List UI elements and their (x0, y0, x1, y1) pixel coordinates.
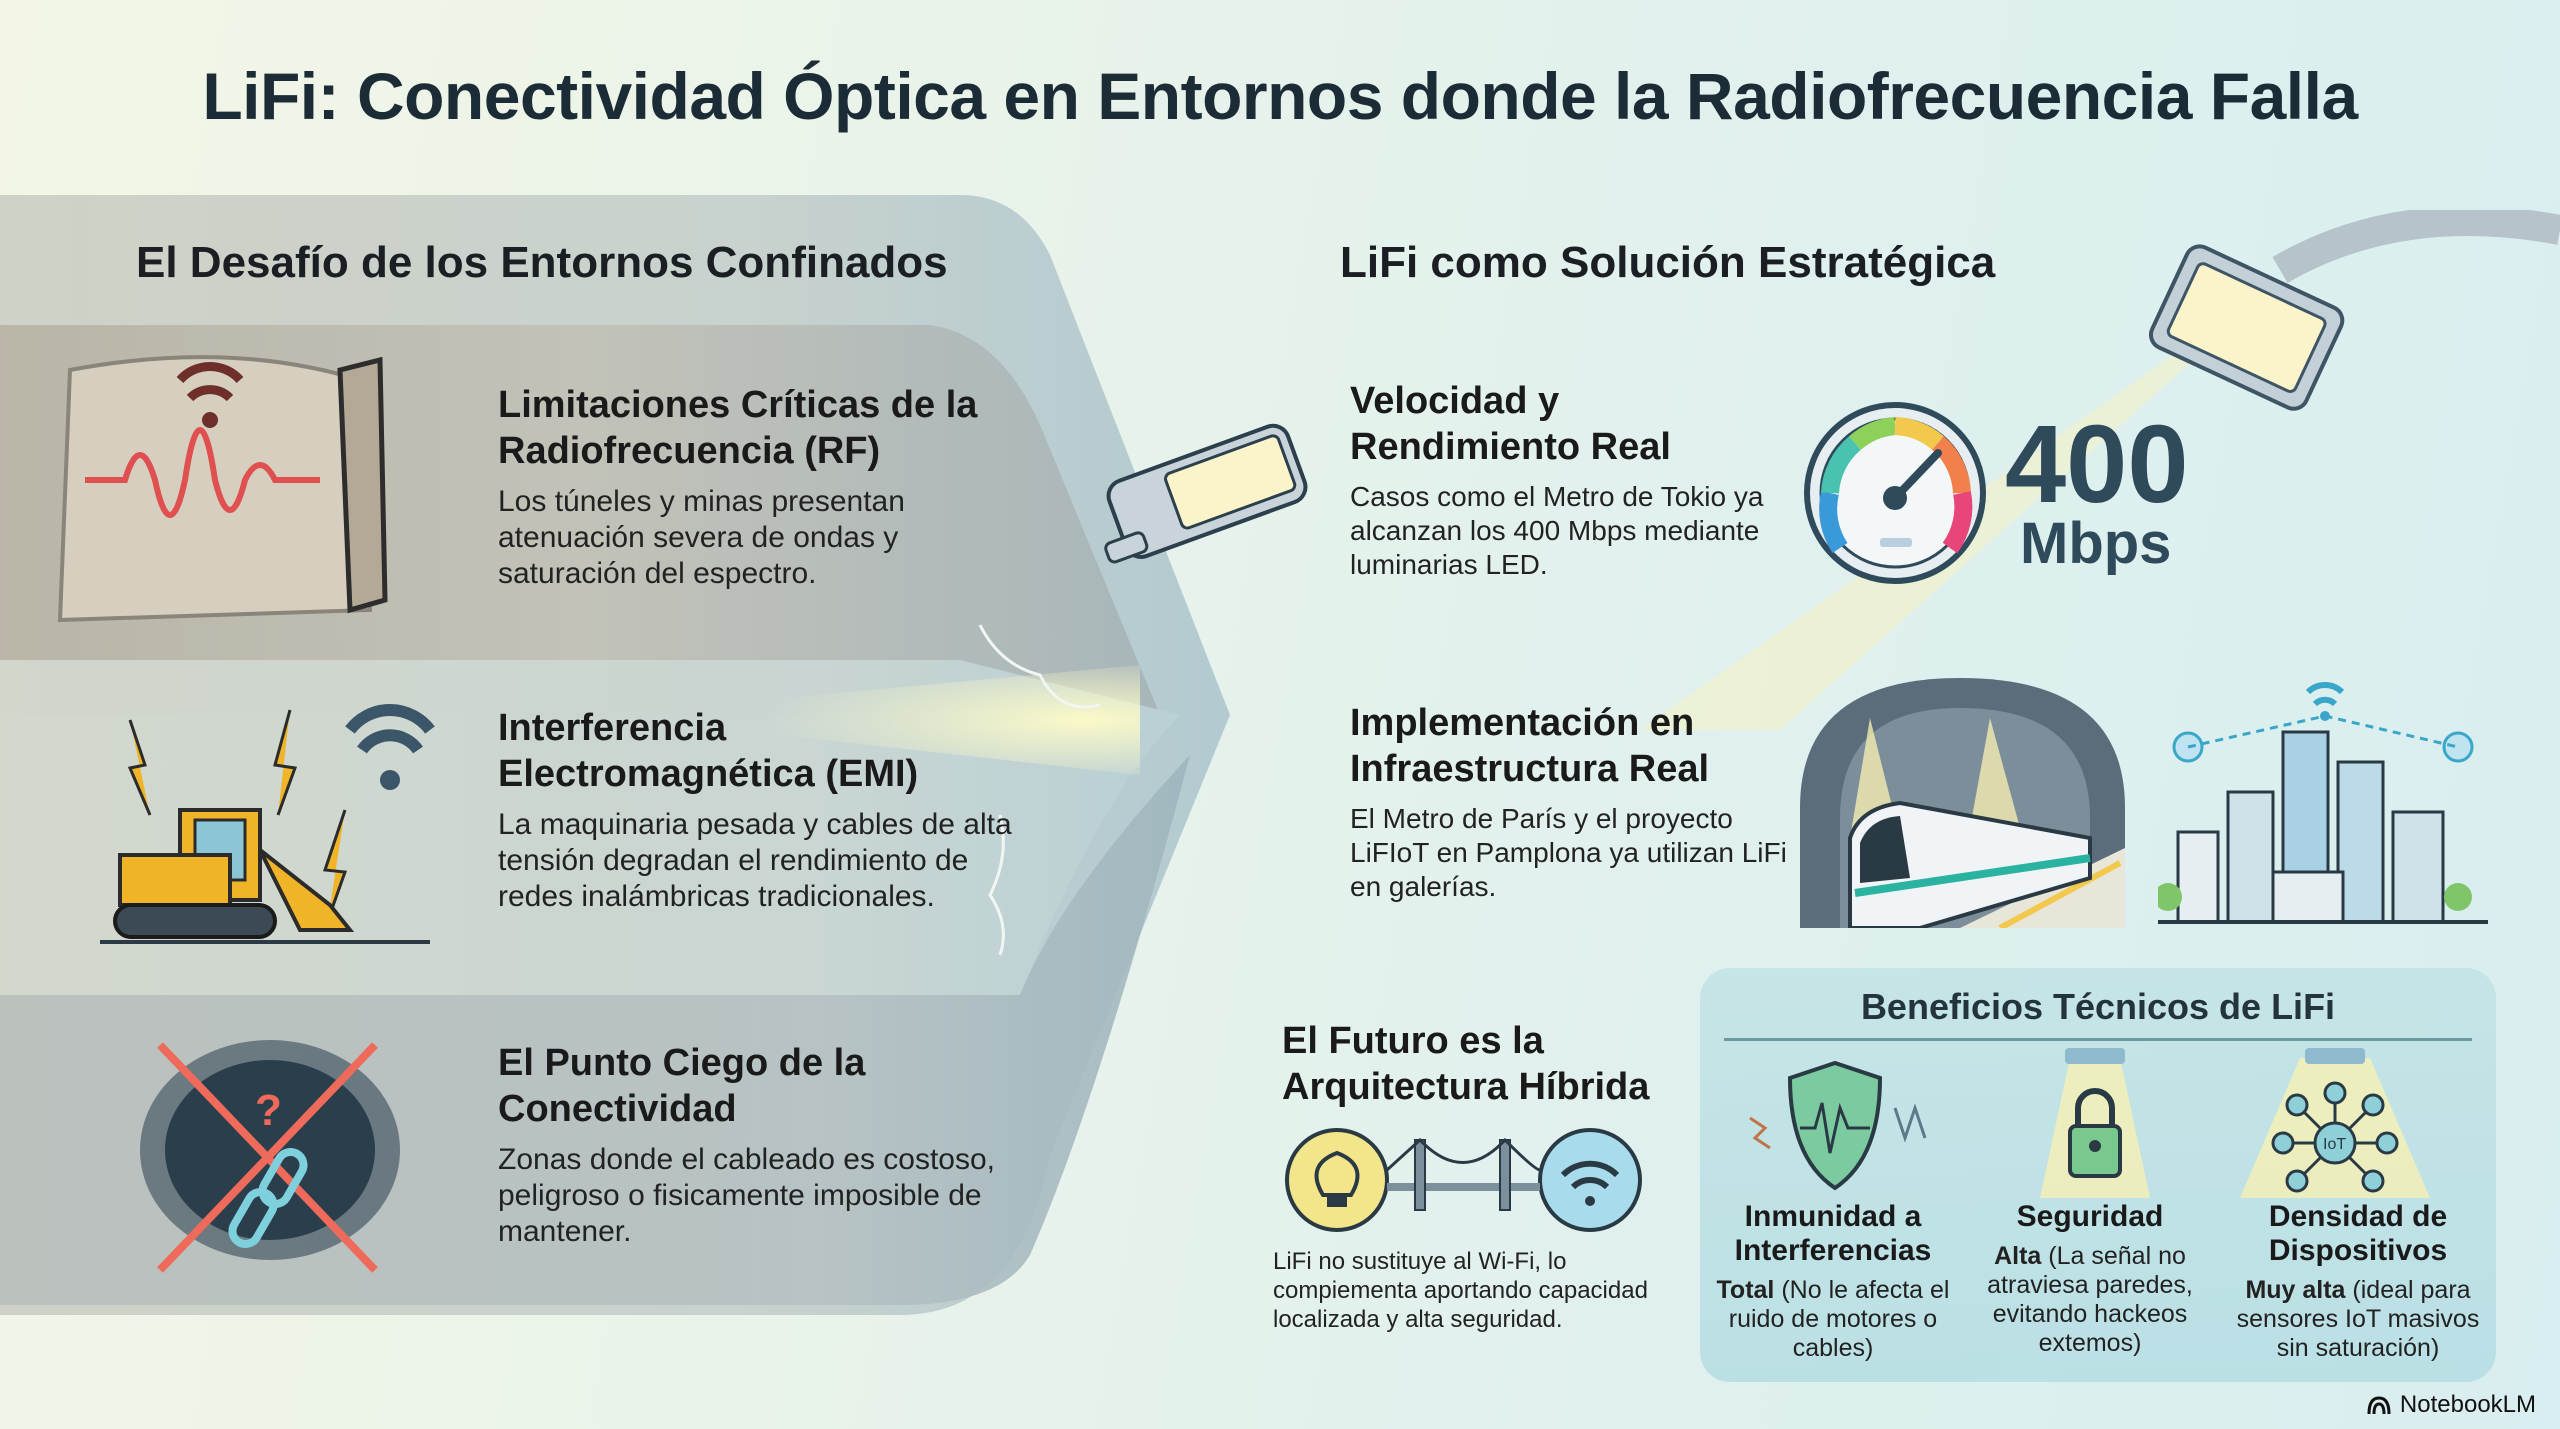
page-title: LiFi: Conectividad Óptica en Entornos do… (202, 59, 2358, 133)
shield-icon (1749, 1060, 1927, 1191)
benefit-immunity-title: Inmunidad a Interferencias (1734, 1200, 1932, 1267)
blind-spot-description: Zonas donde el cableado es costoso, peli… (498, 1143, 996, 1248)
emi-title: Interferencia Electromagnética (EMI) (498, 707, 919, 795)
speed-title: Velocidad y Rendimiento Real (1350, 380, 1671, 468)
emi-block: Interferencia Electromagnética (EMI) La … (498, 705, 1018, 915)
speed-unit: Mbps (2020, 511, 2172, 576)
rf-limitations-description: Los túneles y minas presentan atenuación… (498, 485, 905, 590)
benefit-density-level: Muy alta (2245, 1276, 2346, 1304)
svg-text:?: ? (255, 1086, 282, 1135)
benefit-density-detail: (ideal para sensores IoT masivos sin sat… (2236, 1276, 2480, 1362)
blind-spot-block: El Punto Ciego de la Conectividad Zonas … (498, 1040, 1018, 1250)
hybrid-title-text: El Futuro es la Arquitectura Híbrida (1282, 1020, 1650, 1108)
broken-link-icon: ? (120, 1030, 420, 1280)
benefit-security-title: Seguridad (2016, 1200, 2164, 1233)
right-section-heading: LiFi como Solución Estratégica (1340, 238, 1996, 287)
brand-name: NotebookLM (2399, 1391, 2536, 1418)
benefit-security-detail: (La señal no atraviesa paredes, evitando… (1987, 1242, 2193, 1357)
implementation-title: Implementación en Infraestructura Real (1350, 702, 1710, 790)
smart-city-icon (2154, 672, 2488, 927)
rf-limitations-block: Limitaciones Críticas de la Radiofrecuen… (498, 382, 1018, 592)
benefit-security-description: Alta (La señal no atraviesa paredes, evi… (1965, 1242, 2215, 1358)
emi-description: La maquinaria pesada y cables de alta te… (498, 808, 1012, 913)
lock-icon (2040, 1048, 2150, 1198)
blind-spot-title: El Punto Ciego de la Conectividad (498, 1042, 866, 1130)
benefit-security: Seguridad Alta (La señal no atraviesa pa… (1965, 1200, 2215, 1358)
speedometer-icon (1800, 398, 1990, 588)
benefits-panel: Beneficios Técnicos de LiFi IoT (1700, 968, 2496, 1382)
benefit-immunity: Inmunidad a Interferencias Total (No le … (1708, 1200, 1958, 1363)
benefit-density-description: Muy alta (ideal para sensores IoT masivo… (2228, 1276, 2488, 1363)
metro-tunnel-icon (1800, 678, 2125, 931)
implementation-block: Implementación en Infraestructura Real E… (1350, 700, 1790, 904)
hybrid-bridge-icon (1285, 1125, 1645, 1235)
bulldozer-lightning-icon (100, 690, 460, 950)
speed-value: 400 (2005, 403, 2189, 526)
rf-limitations-title: Limitaciones Críticas de la Radiofrecuen… (498, 384, 978, 472)
benefit-immunity-description: Total (No le afecta el ruido de motores … (1708, 1276, 1958, 1363)
benefits-icons: IoT (1749, 1048, 2430, 1198)
speed-block: Velocidad y Rendimiento Real Casos como … (1350, 378, 1770, 582)
hybrid-title: El Futuro es la Arquitectura Híbrida (1282, 1018, 1702, 1110)
notebooklm-logo-icon (2367, 1396, 2391, 1415)
notebooklm-brand: NotebookLM (2366, 1391, 2536, 1419)
left-section-heading: El Desafío de los Entornos Confinados (136, 238, 948, 287)
hybrid-description: LiFi no sustituye al Wi-Fi, lo compiemen… (1273, 1248, 1648, 1333)
implementation-description: El Metro de París y el proyecto LiFIoT e… (1350, 803, 1787, 902)
benefit-immunity-detail: (No le afecta el ruido de motores o cabl… (1728, 1276, 1950, 1362)
benefits-divider (1724, 1038, 2472, 1041)
svg-text:IoT: IoT (2323, 1136, 2346, 1153)
led-streetlight-icon (1104, 423, 1308, 564)
tunnel-signal-wall-icon (30, 340, 450, 640)
benefit-security-level: Alta (1994, 1242, 2042, 1270)
iot-network-icon: IoT (2240, 1048, 2430, 1198)
benefit-density: Densidad de Dispositivos Muy alta (ideal… (2228, 1200, 2488, 1363)
benefits-title: Beneficios Técnicos de LiFi (1860, 986, 2336, 1027)
benefit-density-title: Densidad de Dispositivos (2268, 1200, 2448, 1267)
speed-description: Casos como el Metro de Tokio ya alcanzan… (1350, 481, 1764, 580)
benefit-immunity-level: Total (1716, 1276, 1775, 1304)
